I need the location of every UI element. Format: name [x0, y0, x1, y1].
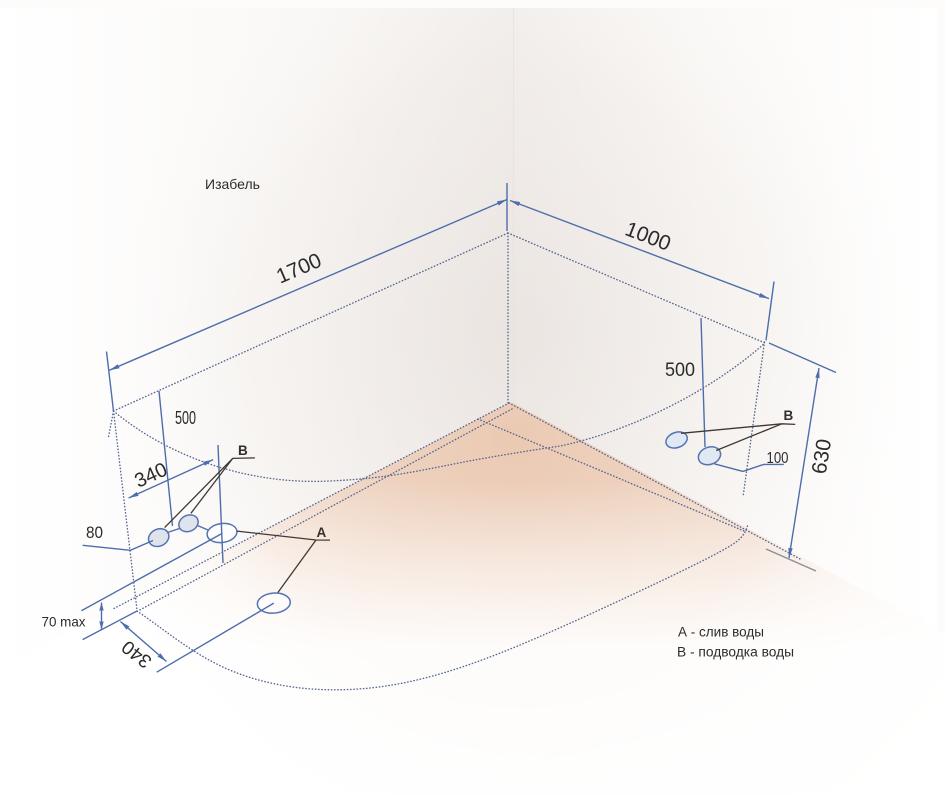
- svg-text:В: В: [238, 443, 248, 458]
- svg-text:100: 100: [767, 450, 789, 467]
- svg-text:70 max: 70 max: [42, 614, 86, 630]
- svg-text:500: 500: [665, 360, 695, 381]
- svg-text:А: А: [317, 525, 327, 540]
- svg-text:В - подводка воды: В - подводка воды: [677, 645, 794, 660]
- svg-text:80: 80: [86, 524, 103, 542]
- svg-text:В: В: [784, 408, 794, 423]
- svg-text:630: 630: [808, 437, 836, 475]
- svg-text:500: 500: [175, 408, 196, 428]
- svg-text:А - слив воды: А - слив воды: [678, 625, 764, 640]
- svg-text:Изабель: Изабель: [205, 176, 260, 192]
